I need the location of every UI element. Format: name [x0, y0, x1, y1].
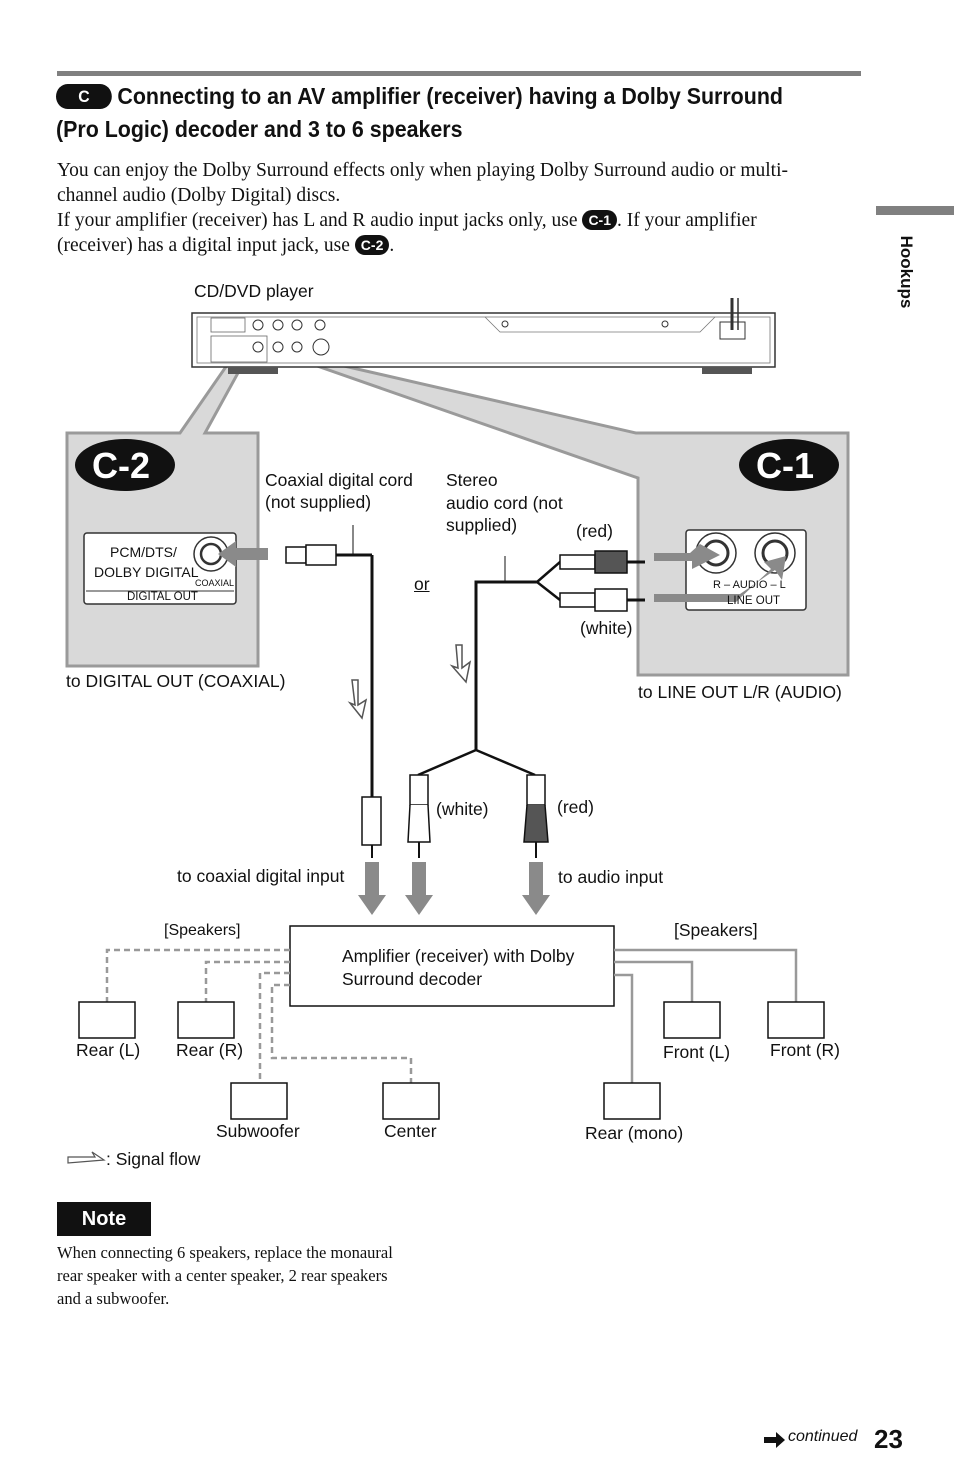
badge-c1-inline: C-1 [582, 210, 617, 230]
note-line-3: and a subwoofer. [57, 1289, 170, 1308]
top-rule [57, 71, 861, 76]
badge-c2-inline: C-2 [354, 235, 390, 255]
front-l-label: Front (L) [663, 1042, 731, 1062]
signal-arrow-stereo [449, 644, 472, 684]
c1-white-arrow [654, 556, 786, 602]
speaker-front-l [663, 1001, 721, 1039]
speakers-right-label: [Speakers] [674, 920, 758, 940]
red-top-label: (red) [576, 521, 613, 541]
line-out-label: LINE OUT [727, 595, 781, 607]
pcm-label-1: PCM/DTS/ [110, 544, 177, 560]
center-label: Center [384, 1121, 437, 1141]
amplifier-box [289, 925, 615, 1007]
signal-arrow-coaxial [347, 679, 368, 720]
intro-line-4a: (receiver) has a digital input jack, use [57, 235, 350, 256]
note-line-2: rear speaker with a center speaker, 2 re… [57, 1266, 388, 1285]
white-top-label: (white) [580, 618, 633, 638]
intro-line-3b: . If your amplifier [617, 210, 757, 231]
intro-line-1: You can enjoy the Dolby Surround effects… [57, 160, 788, 181]
stereo-cord-label-2: audio cord (not [446, 493, 563, 513]
audio-jack-label: R – AUDIO – L [713, 579, 786, 591]
white-bottom-label: (white) [436, 799, 489, 819]
coaxial-cord-label-1: Coaxial digital cord [265, 470, 413, 490]
note-line-1: When connecting 6 speakers, replace the … [57, 1243, 393, 1262]
amplifier-label-1: Amplifier (receiver) with Dolby [342, 946, 575, 966]
continued-label: continued [788, 1428, 858, 1445]
red-bottom-label: (red) [557, 797, 594, 817]
c2-callout [65, 356, 260, 668]
stereo-cord-label-3: supplied) [446, 515, 518, 535]
section-badge: C [56, 84, 112, 109]
c2-plug-arrow [218, 541, 268, 567]
stereo-cord-label-1: Stereo [446, 470, 498, 490]
to-digital-out-label: to DIGITAL OUT (COAXIAL) [66, 671, 286, 691]
to-line-out-label: to LINE OUT L/R (AUDIO) [638, 682, 842, 702]
c1-callout [299, 358, 850, 677]
front-r-label: Front (R) [770, 1040, 840, 1060]
to-coaxial-input-label: to coaxial digital input [177, 866, 345, 886]
intro-line-3a: If your amplifier (receiver) has L and R… [57, 210, 578, 231]
speaker-subwoofer [230, 1082, 288, 1120]
c1-badge-label: C-1 [756, 445, 815, 486]
arrow-to-amp-2 [405, 862, 433, 915]
speaker-rear-r [177, 1001, 235, 1039]
speaker-rear-mono [603, 1082, 661, 1120]
signal-flow-legend-arrow [67, 1151, 106, 1164]
digital-out-label: DIGITAL OUT [127, 591, 198, 603]
speaker-front-r [767, 1001, 825, 1039]
rear-r-label: Rear (R) [176, 1040, 244, 1060]
to-audio-input-label: to audio input [558, 867, 664, 887]
right-speaker-wires [614, 948, 798, 1083]
intro-line-4: (receiver) has a digital input jack, use… [57, 233, 394, 258]
arrow-to-amp-3 [522, 862, 550, 915]
signal-flow-label: : Signal flow [106, 1149, 201, 1169]
intro-line-4b: . [389, 235, 395, 256]
rear-l-label: Rear (L) [76, 1040, 141, 1060]
subwoofer-label: Subwoofer [216, 1121, 300, 1141]
continued-arrow-icon [764, 1432, 785, 1448]
intro-line-2: channel audio (Dolby Digital) discs. [57, 185, 341, 206]
stereo-cord [407, 550, 645, 858]
or-label: or [414, 574, 430, 594]
c1-badge-shape [739, 439, 839, 491]
speakers-left-label: [Speakers] [164, 922, 241, 939]
side-tab-bar [876, 206, 954, 215]
note-body: When connecting 6 speakers, replace the … [57, 1241, 457, 1310]
coaxial-cord-label-2: (not supplied) [265, 492, 372, 512]
arrow-to-amp-1 [358, 862, 386, 915]
note-heading: Note [57, 1202, 151, 1236]
coaxial-small-label: COAXIAL [195, 578, 235, 588]
c1-red-arrow [654, 544, 720, 569]
amplifier-label-2: Surround decoder [342, 969, 483, 989]
player-label: CD/DVD player [194, 281, 314, 301]
left-speaker-wires [105, 948, 413, 1083]
speaker-rear-l [78, 1001, 136, 1039]
coaxial-cord [285, 525, 382, 858]
section-title-text: Connecting to an AV amplifier (receiver)… [56, 83, 783, 142]
dvd-player-rear-panel [191, 298, 776, 374]
pcm-label-2: DOLBY DIGITAL [94, 564, 199, 580]
intro-line-3: If your amplifier (receiver) has L and R… [57, 208, 757, 233]
rear-mono-label: Rear (mono) [585, 1123, 684, 1143]
speaker-center [382, 1082, 440, 1120]
page-number: 23 [874, 1424, 903, 1454]
c2-badge-shape [75, 439, 175, 491]
c2-badge-label: C-2 [92, 445, 151, 486]
